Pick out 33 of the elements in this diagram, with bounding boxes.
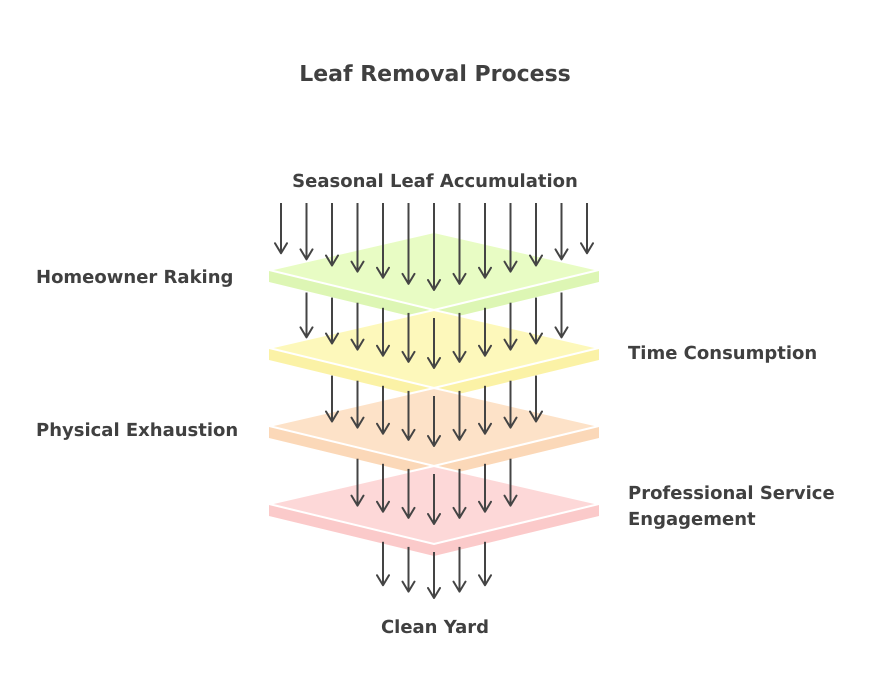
arrow (580, 203, 594, 254)
arrow (452, 390, 466, 441)
stage-label: Time Consumption (628, 342, 818, 366)
arrow (452, 203, 466, 285)
arrow (402, 312, 416, 363)
layer-diamond (269, 466, 599, 556)
arrow (478, 203, 492, 279)
arrow (402, 468, 416, 519)
arrow (504, 203, 518, 273)
stage-text: Seasonal Leaf Accumulation (292, 168, 578, 195)
diagram-title: Leaf Removal Process (298, 61, 572, 89)
stage-label: Homeowner Raking (36, 266, 234, 290)
arrow (402, 390, 416, 441)
arrow (478, 464, 492, 513)
arrow (325, 203, 339, 267)
arrow (427, 552, 441, 599)
arrow (402, 203, 416, 285)
stage-text: Clean Yard (380, 614, 490, 641)
arrow (300, 203, 314, 260)
arrow (554, 203, 568, 260)
arrow (452, 468, 466, 519)
arrow (452, 312, 466, 363)
arrow (427, 318, 441, 369)
arrow (427, 474, 441, 525)
arrow (376, 464, 390, 513)
arrow (350, 203, 364, 273)
arrow (274, 203, 288, 254)
arrow (529, 203, 543, 267)
arrow (376, 203, 390, 279)
stage-label: Physical Exhaustion (36, 419, 240, 443)
arrow (427, 203, 441, 291)
stage-label: Professional Service Engagement (628, 482, 836, 532)
arrow (427, 396, 441, 447)
